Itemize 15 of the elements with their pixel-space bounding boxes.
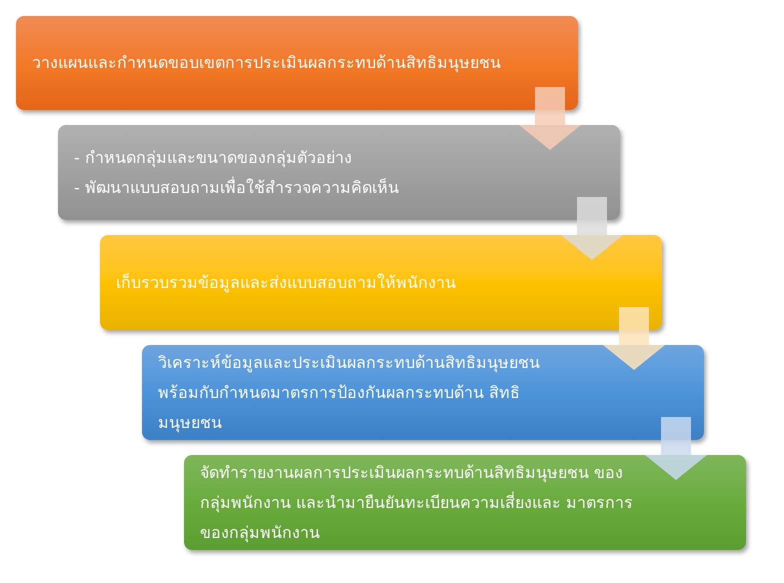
step-text: - พัฒนาแบบสอบถามเพื่อใช้สำรวจความคิดเห็น	[74, 176, 400, 198]
block-arrow	[561, 197, 623, 260]
block-arrow	[519, 87, 581, 150]
step-text: วางแผนและกำหนดขอบเขตการประเมินผลกระทบด้านสิทธิมนุษยชน	[32, 52, 502, 74]
block-arrow	[603, 307, 665, 370]
process-box	[16, 16, 578, 110]
step-text: - กำหนดกลุ่มและขนาดของกลุ่มตัวอย่าง	[74, 146, 353, 170]
process-box	[58, 125, 620, 220]
process-box	[142, 345, 704, 440]
step-text: วิเคราะห์ข้อมูลและประเมินผลกระทบด้านสิทธิมนุษยชน พร้อมกับกำหนดมาตรการป้องกันผลกระทบด้าน สิทธิมนุษยชน	[158, 352, 541, 434]
process-box	[184, 455, 746, 550]
step-text: จัดทำรายงานผลการประเมินผลกระทบด้านสิทธิมนุษยชน ของกลุ่มพนักงาน และนำมายืนยันทะเบียนความเสี่ยงและ มาตรการของกลุ่มพนักงาน	[200, 462, 634, 544]
process-box	[100, 235, 662, 330]
step-text: เก็บรวบรวมข้อมูลและส่งแบบสอบถามให้พนักงาน	[116, 272, 457, 294]
block-arrow	[645, 417, 707, 480]
